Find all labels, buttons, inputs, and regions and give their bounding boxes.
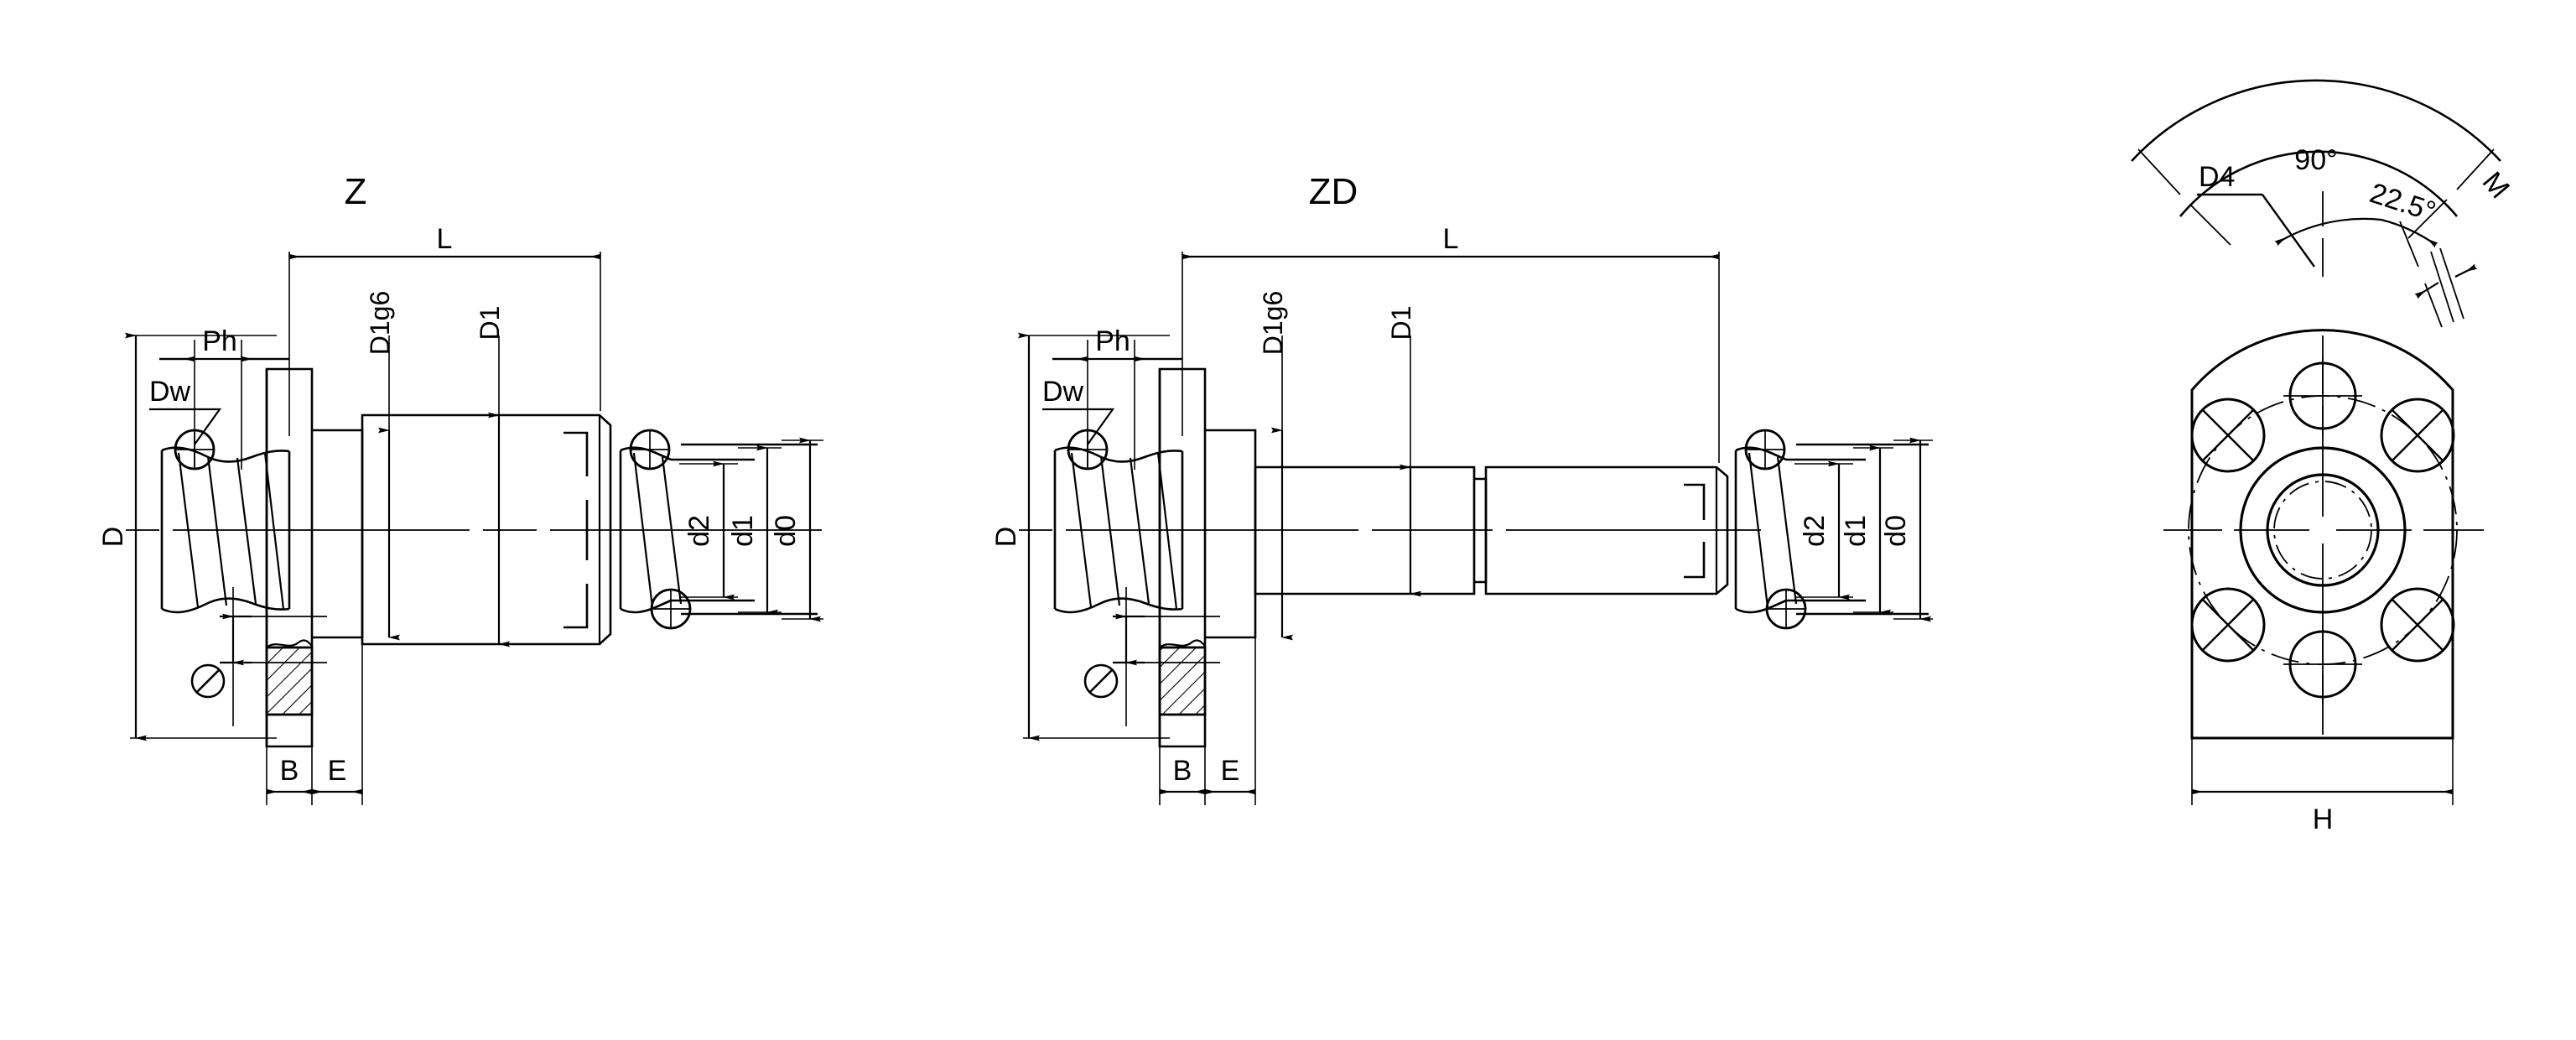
dim-22p5-arc-left — [2274, 217, 2382, 247]
view-zd-title: ZD — [1309, 171, 1358, 212]
flange-hole-bottom — [2283, 625, 2362, 704]
dim-B-label-zd: B — [1173, 755, 1192, 787]
dim-Dw-label-z: Dw — [149, 376, 191, 408]
dim-D4-label: D4 — [2199, 161, 2235, 193]
dim-d1-label-z: d1 — [727, 515, 759, 547]
dimensions-zd: L Ph Dw D D1g6 D1 — [990, 223, 1933, 805]
dimensions-z: L Ph Dw D D1g6 D1 — [97, 223, 823, 805]
dim-Ph-label-zd: Ph — [1095, 325, 1130, 357]
hole-dia-symbol-zd — [1083, 587, 1145, 726]
dim-M-right — [2454, 263, 2478, 278]
m-edge-b — [2439, 247, 2464, 320]
dim-d1-label-zd: d1 — [1840, 515, 1872, 547]
flange-hole-lower-right — [2380, 587, 2455, 663]
flange-outline — [2190, 329, 2454, 740]
view-zd: ZD — [990, 171, 1933, 805]
sector-arc-inner — [2179, 150, 2458, 217]
dim-Ph-label-z: Ph — [202, 325, 237, 357]
flange-section-hatch-z — [265, 646, 314, 716]
dim-d2-label-zd: d2 — [1799, 515, 1831, 547]
leader-Dw-zd — [1042, 408, 1115, 445]
dim-D-label-z: D — [97, 527, 129, 548]
flange-zd — [1145, 367, 1220, 748]
screw-stub-zd — [1734, 429, 1929, 630]
flange-section-hatch-zd — [1158, 646, 1207, 716]
dim-d2-label-z: d2 — [683, 515, 715, 547]
leader-D4-line — [2262, 194, 2315, 268]
screw-stub-z — [619, 429, 818, 630]
dim-D1-label-z: D1 — [475, 306, 505, 341]
m-edge-a — [2430, 251, 2454, 323]
dim-E-label-z: E — [328, 755, 347, 787]
flange-hole-top — [2283, 356, 2362, 435]
dim-L-label-zd: L — [1443, 223, 1459, 255]
dim-D-label-zd: D — [990, 527, 1022, 548]
hole-dia-symbol-z — [190, 587, 252, 726]
dim-D1-label-zd: D1 — [1386, 306, 1416, 341]
dim-d0-label-zd: d0 — [1880, 515, 1912, 547]
sector-arc-outer — [2131, 79, 2501, 162]
view-z-title: Z — [345, 171, 367, 212]
flange-hole-upper-right — [2380, 398, 2455, 473]
leader-Dw-z — [149, 408, 222, 445]
flange-chain-22p5 — [2399, 221, 2443, 328]
dim-L-label-z: L — [437, 223, 453, 255]
flange-hole-upper-left — [2190, 398, 2266, 473]
dim-22p5-arc-right — [2381, 218, 2438, 248]
sector-radial-left — [2137, 148, 2231, 246]
dim-H-label: H — [2313, 803, 2334, 835]
flange-hole-lower-left — [2190, 587, 2266, 663]
view-z: Z — [97, 171, 823, 805]
dim-sector-angle-label: 90° — [2294, 144, 2337, 176]
dim-D1g6-label-zd: D1g6 — [1258, 291, 1288, 356]
dim-B-label-z: B — [280, 755, 299, 787]
dim-E-label-zd: E — [1221, 755, 1240, 787]
dim-d0-label-z: d0 — [770, 515, 802, 547]
dim-D1g6-label-z: D1g6 — [365, 291, 395, 356]
dim-Dw-label-zd: Dw — [1042, 376, 1084, 408]
